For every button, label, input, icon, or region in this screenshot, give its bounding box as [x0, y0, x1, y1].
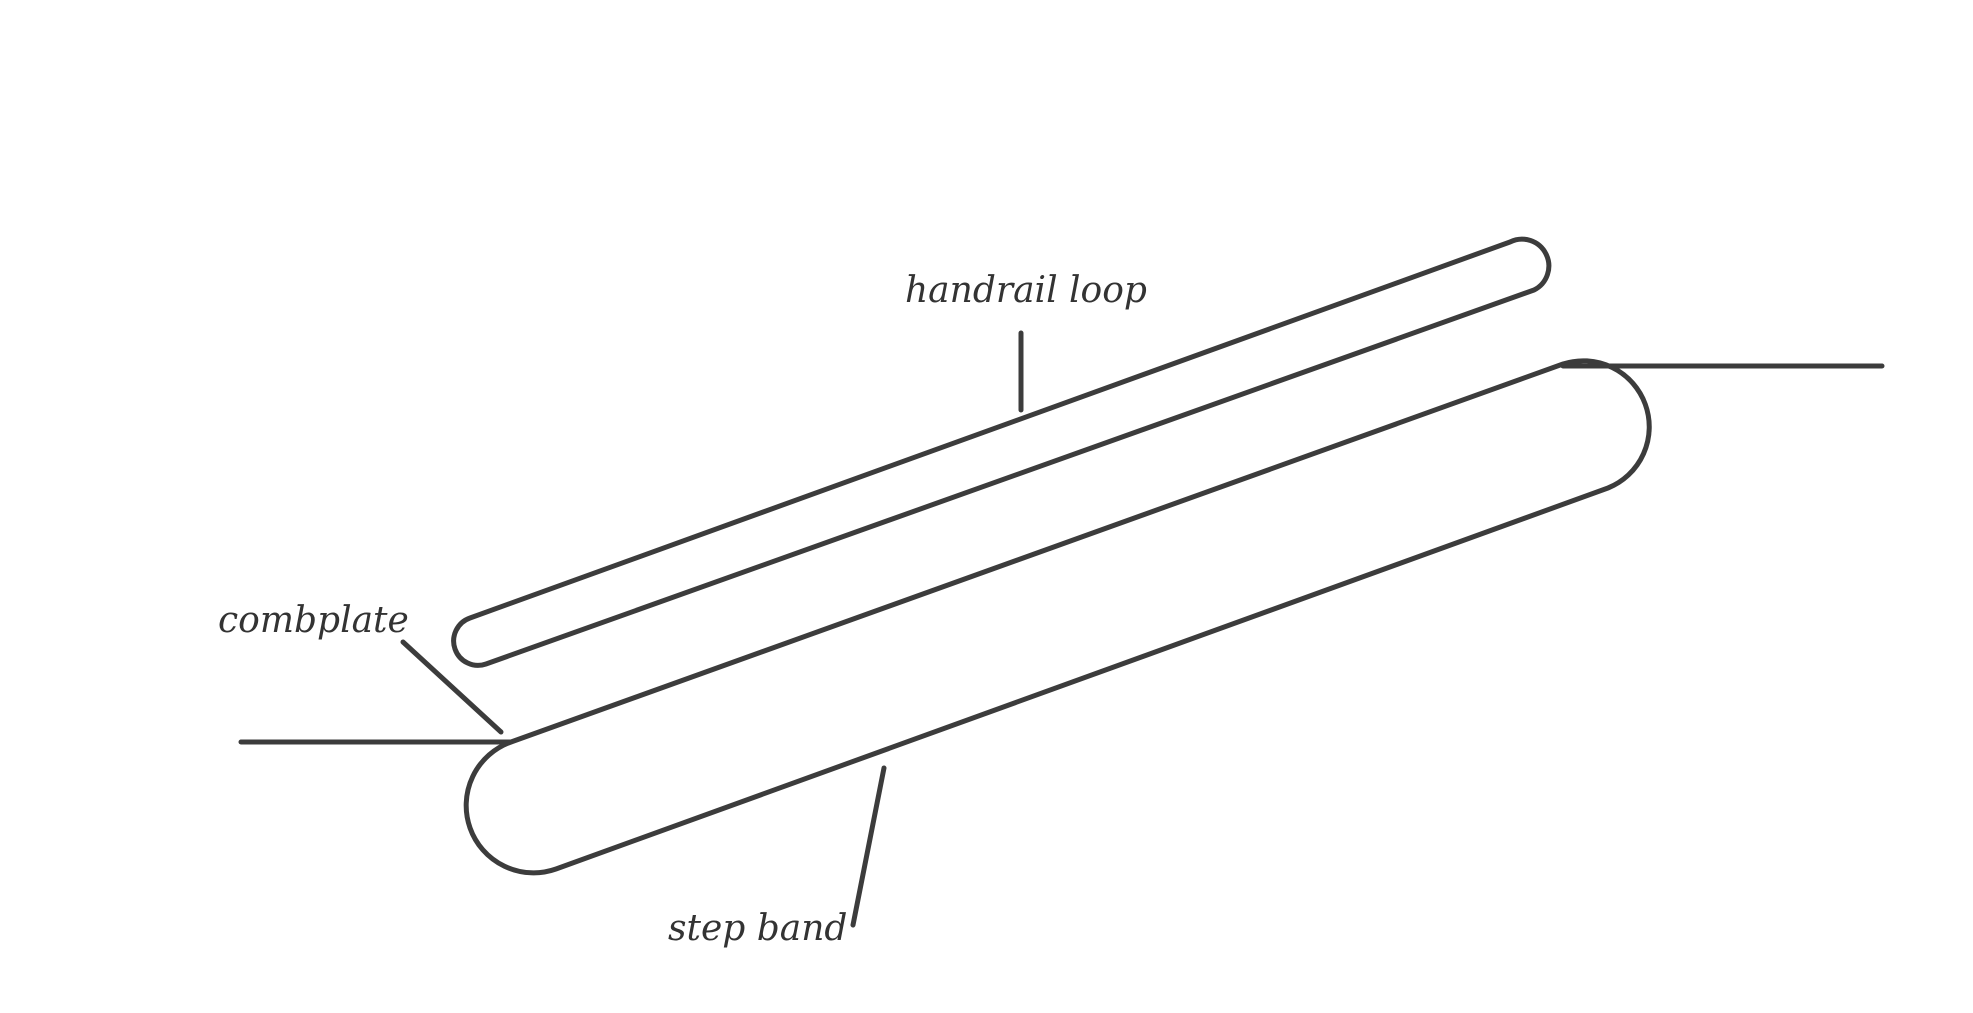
step-band-label: step band	[668, 908, 847, 949]
step-band-leader-line	[850, 765, 887, 928]
handrail-loop-shape	[451, 236, 1552, 668]
step-band-shape	[463, 358, 1652, 876]
combplate-label: combplate	[218, 600, 409, 641]
combplate-leader-line	[400, 639, 504, 735]
handrail-loop-label: handrail loop	[905, 270, 1147, 311]
